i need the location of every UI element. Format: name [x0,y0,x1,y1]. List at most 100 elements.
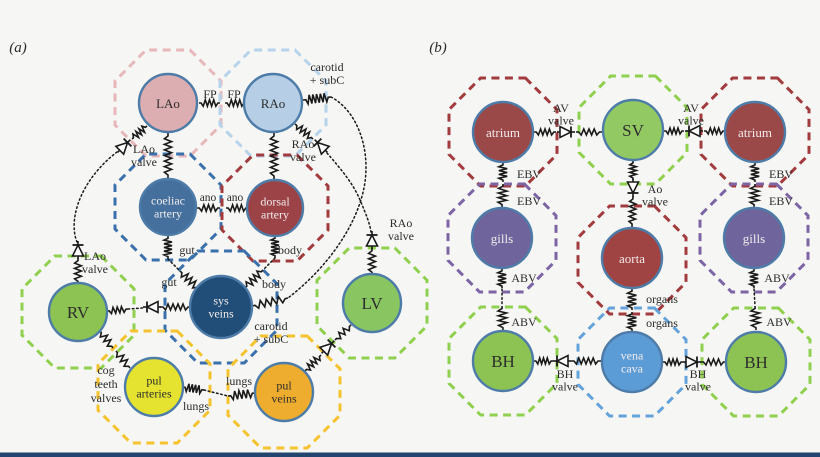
valve-triangle [685,355,699,369]
octagon-aorta [576,204,688,316]
label-abv-right-1: ABV [764,271,790,285]
octagon-pul-veins [226,334,342,450]
node-dorsal-artery [245,178,305,238]
sv-atriumR-resistor-2 [704,125,725,137]
label-organs-2: organs [646,316,678,330]
ano-resistor-2 [226,202,248,214]
ano-resistor-1 [197,202,220,214]
lv-top-resistor [366,248,378,275]
cog-teeth-resistor-1 [99,330,114,349]
node-gills-left-label: gills [491,231,513,246]
abv-resistor-left-1 [495,269,507,288]
label-organs-1: organs [646,292,678,306]
octagon-bh-right [700,306,812,418]
label-ebv-left-1: EBV [517,167,541,181]
valve-triangle [687,124,701,138]
valve-lead [330,340,335,345]
lao-coeliac-resistor [162,133,174,178]
valve-triangle [365,233,379,247]
node-vena-cava [600,330,664,394]
lungs-resistor-1 [182,383,205,396]
label-ebv-right-1: EBV [769,167,793,181]
label-carotid-subc-mid: carotid+ subC [254,319,288,346]
av-valve-left-icon [557,125,575,139]
bh-valve-left-icon [553,354,571,368]
gut-resistor-d [179,270,200,290]
valve-triangle [71,243,85,257]
octagon-gills-left [446,182,558,294]
carotid-sysveins-resistor [251,294,289,310]
node-atrium-left [471,100,535,164]
label-gut-d: gut [161,275,177,289]
label-panel-a-label: (a) [9,40,27,56]
node-rao [242,72,304,134]
octagon-rao [218,48,328,158]
label-abv-right-2: ABV [766,315,792,329]
node-lao-label: LAo [156,96,180,111]
abv-resistor-right-2 [748,305,763,331]
label-carotid-subc-top: carotid+ subC [310,60,344,87]
lungs-connector [203,389,229,397]
lao-valve-lower-icon [71,241,85,259]
node-lv-label: LV [361,294,383,313]
label-ebv-right-2: EBV [769,194,793,208]
vc-bhR-resistor-1 [663,356,683,368]
octagon-bh-left [447,305,559,417]
node-aorta [600,226,664,290]
organs-resistor-2 [624,312,637,331]
pulveins-lv-resistor-1 [304,354,322,372]
valve-triangle [555,354,569,368]
label-gut-v: gut [179,243,195,257]
octagon-rv [20,254,136,370]
octagon-sv [577,74,689,186]
label-ano-2: ano [227,192,244,204]
label-fp-1: FP [203,87,217,101]
abv-resistor-right-1 [747,269,759,288]
node-bh-left [471,329,535,393]
rv-sysveins-connector [127,307,144,310]
octagon-pul-arteries [96,329,212,445]
valve-lead [126,139,131,144]
valve-triangle [316,141,331,156]
octagon-atrium-left [447,76,559,188]
rao-valve-connector [326,152,372,233]
node-rv [47,281,109,343]
label-abv-left-1: ABV [511,271,537,285]
pulveins-lv-resistor-2 [334,324,352,341]
bhL-vc-resistor-1 [534,355,553,367]
node-pul-veins [253,361,315,423]
fp-resistor-2 [225,97,246,109]
node-rao-label: RAo [261,96,286,111]
valve-triangle [559,125,573,139]
label-lungs-top: lungs [226,374,252,388]
label-abv-left-2: ABV [511,315,537,329]
cog-teeth-resistor-2 [115,350,131,369]
organs-resistor-1 [625,289,637,310]
valve-bar [327,338,337,348]
node-bh-left-label: BH [491,352,515,371]
rao-valve-upper-icon [312,137,331,156]
valve-triangle [318,342,333,357]
node-lao [137,72,199,134]
rv-sysveins-resistor-2 [160,301,191,313]
node-rv-label: RV [67,303,90,322]
footer-bar [0,452,820,457]
lao-valve-connector [73,151,118,243]
rv-top-resistor [72,258,84,284]
gut-resistor-v [161,236,173,259]
node-atrium-right [723,100,787,164]
